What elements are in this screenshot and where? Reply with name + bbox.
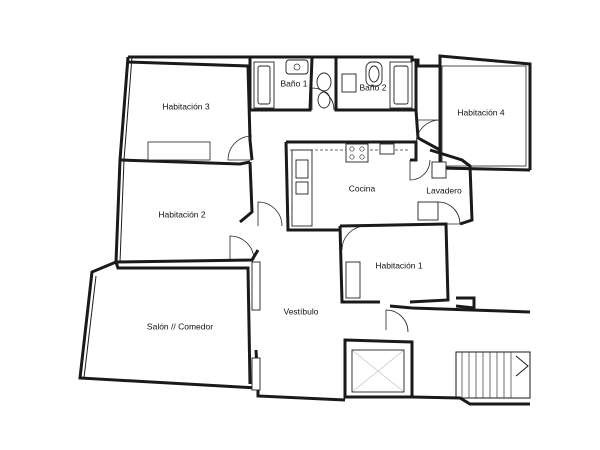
elevator-shaft xyxy=(343,338,414,399)
room-label-salon-comedor: Salón // Comedor xyxy=(147,321,213,331)
room-salon-comedor: Salón // Comedor xyxy=(114,261,252,385)
room-label-lavadero: Lavadero xyxy=(426,185,462,195)
room-label-habitacion-2: Habitación 2 xyxy=(158,209,206,219)
room-habitacion-2: Habitación 2 xyxy=(115,161,283,264)
room-label-bano-1: Baño 1 xyxy=(281,78,308,88)
room-bano-1: Baño 1 xyxy=(248,57,335,112)
room-label-habitacion-1: Habitación 1 xyxy=(375,260,423,270)
room-label-vestibulo: Vestíbulo xyxy=(284,306,319,316)
room-label-cocina: Cocina xyxy=(349,183,376,193)
room-habitacion-4: Habitación 4 xyxy=(414,65,531,172)
room-lavadero: Lavadero xyxy=(417,148,474,226)
room-bano-2: Baño 2 xyxy=(334,57,418,112)
stairs xyxy=(455,351,531,399)
room-label-bano-2: Baño 2 xyxy=(360,82,387,92)
room-habitacion-3: Habitación 3 xyxy=(119,60,254,166)
room-habitacion-1: Habitación 1 xyxy=(338,222,476,310)
room-vestibulo: Vestíbulo xyxy=(251,261,531,391)
room-cocina: Cocina xyxy=(284,140,431,232)
room-label-habitacion-4: Habitación 4 xyxy=(457,107,505,117)
outer-walls xyxy=(78,54,532,406)
room-label-habitacion-3: Habitación 3 xyxy=(162,101,210,111)
